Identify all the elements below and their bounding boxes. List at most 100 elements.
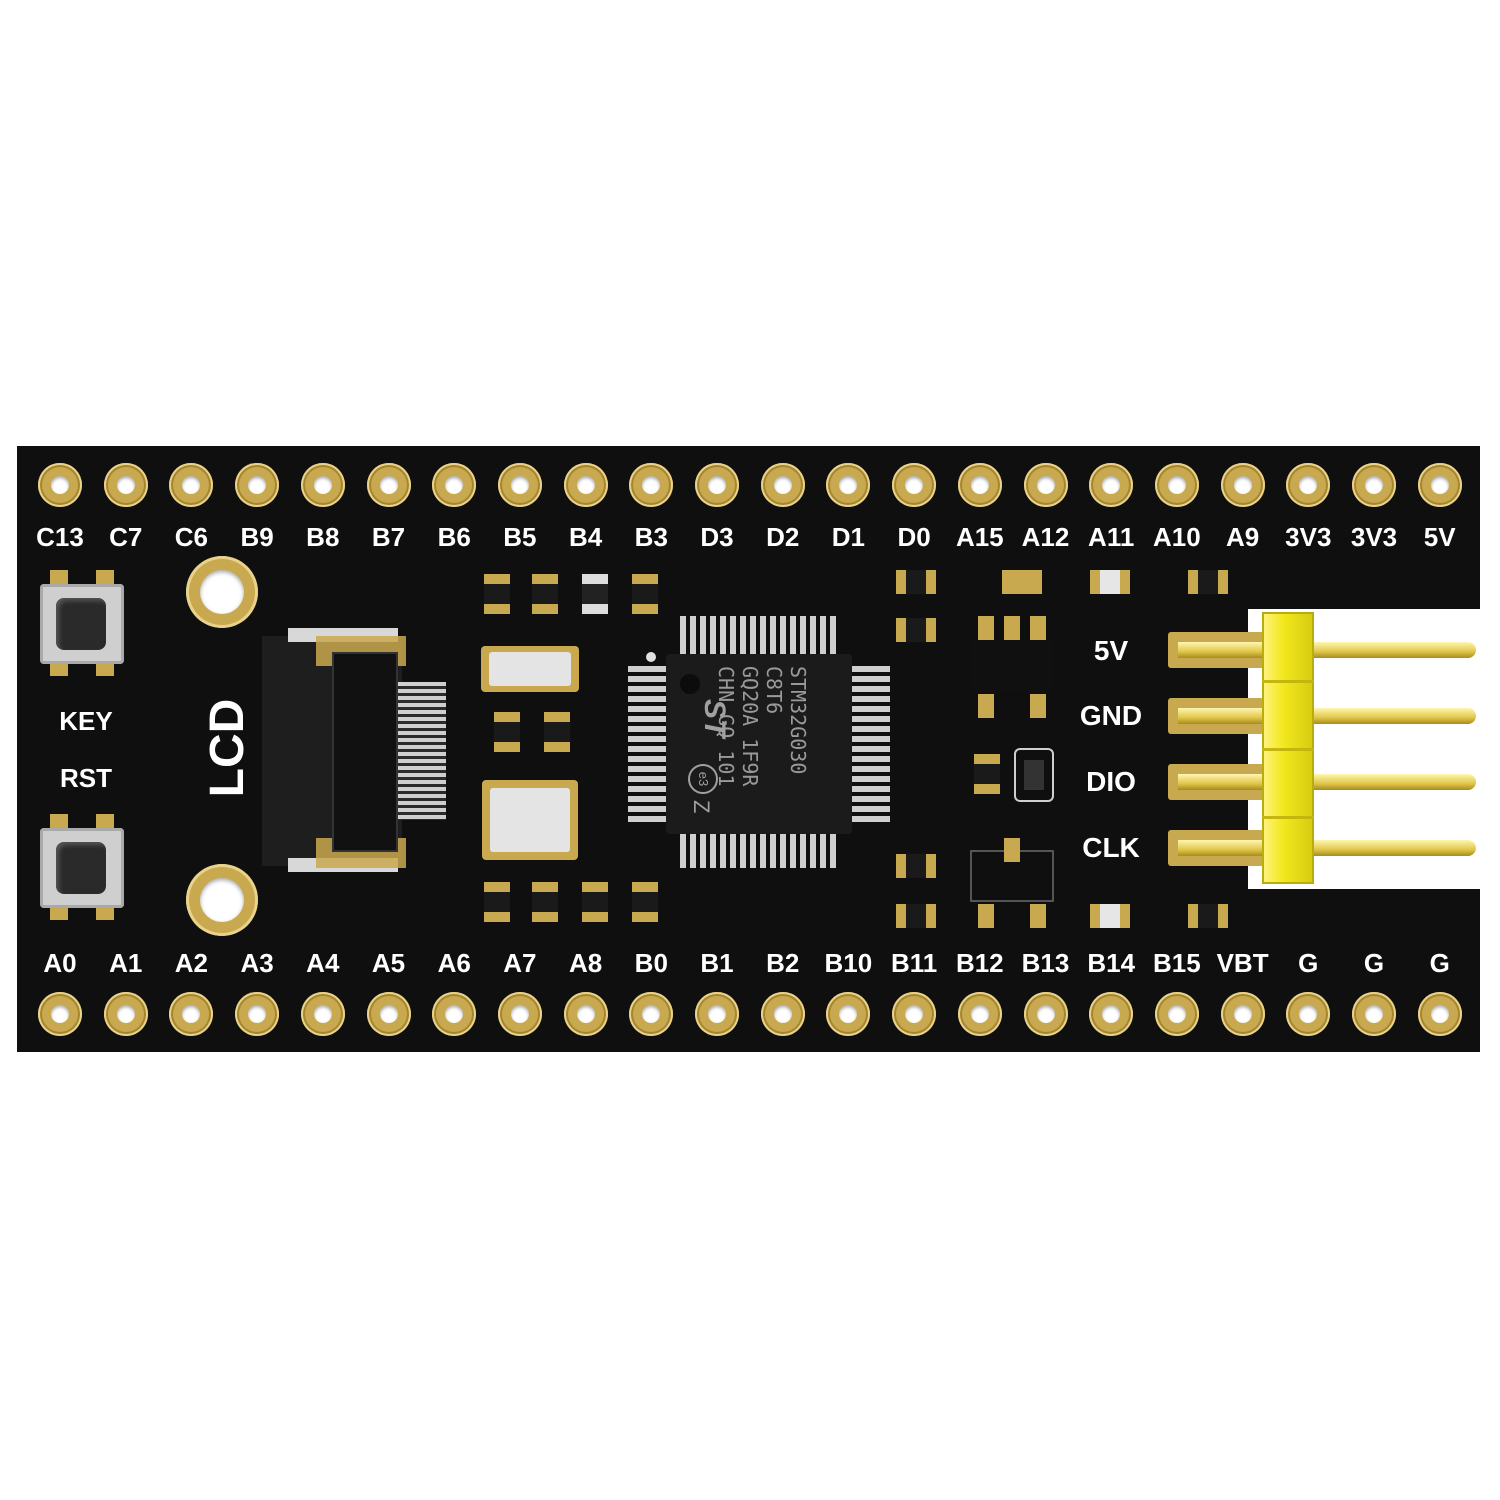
top-pin-hole[interactable]	[169, 463, 214, 507]
top-pin-hole[interactable]	[1220, 463, 1265, 507]
top-pin-label: 3V3	[1285, 522, 1332, 552]
top-pin-hole[interactable]	[1023, 463, 1068, 507]
bottom-pin-label: B1	[700, 948, 734, 978]
bottom-pin-hole[interactable]	[1220, 992, 1265, 1036]
bottom-pin-hole[interactable]	[1023, 992, 1068, 1036]
bottom-pin-label: A7	[503, 948, 537, 978]
voltage-regulator	[970, 616, 1054, 720]
bottom-pin-hole[interactable]	[169, 992, 214, 1036]
bottom-pin-label: G	[1298, 948, 1319, 978]
top-pin-hole[interactable]	[497, 463, 542, 507]
bottom-pin-hole[interactable]	[629, 992, 674, 1036]
bottom-pin-label: A6	[437, 948, 471, 978]
bottom-pin-hole[interactable]	[1154, 992, 1199, 1036]
swd-pin[interactable]	[1178, 642, 1476, 658]
bottom-pin-hole[interactable]	[366, 992, 411, 1036]
top-pin-hole[interactable]	[563, 463, 608, 507]
bottom-pin-hole[interactable]	[760, 992, 805, 1036]
mcu-chip: STM32G030 C8T6 GQ20A 1F9R CHN GQ 101 ST …	[628, 612, 890, 874]
bottom-pin-hole[interactable]	[1352, 992, 1396, 1036]
bottom-pin-hole[interactable]	[957, 992, 1002, 1036]
bottom-pin-hole[interactable]	[1417, 992, 1462, 1036]
bottom-pin-hole[interactable]	[826, 992, 871, 1036]
bottom-pin-label: B2	[766, 948, 800, 978]
top-pin-hole[interactable]	[1286, 463, 1331, 507]
crystal-small	[481, 646, 579, 692]
bottom-pin-hole[interactable]	[1089, 992, 1134, 1036]
top-pin-label: A12	[1021, 522, 1070, 552]
top-pin-label: D2	[766, 522, 800, 552]
rst-button-cap[interactable]	[56, 842, 106, 894]
top-pin-label: C6	[174, 522, 209, 552]
top-pin-hole[interactable]	[1089, 463, 1134, 507]
bottom-pin-label: B13	[1021, 948, 1070, 978]
mounting-hole-top	[186, 556, 258, 628]
swd-label-gnd: GND	[1079, 700, 1143, 731]
bottom-pin-hole[interactable]	[103, 992, 148, 1036]
bottom-pin-label: A1	[109, 948, 143, 978]
crystal-large	[482, 780, 578, 860]
top-pin-label: B3	[634, 522, 668, 552]
top-pin-hole[interactable]	[1417, 463, 1462, 507]
swd-pin-header[interactable]	[1164, 612, 1480, 888]
top-pin-label: A10	[1153, 522, 1201, 552]
bottom-pin-label: B12	[955, 948, 1004, 978]
bottom-pin-hole[interactable]	[300, 992, 345, 1036]
bottom-pin-hole[interactable]	[892, 992, 937, 1036]
top-pin-hole[interactable]	[826, 463, 871, 507]
bottom-pin-hole[interactable]	[432, 992, 477, 1036]
top-pin-hole[interactable]	[760, 463, 805, 507]
diode	[1014, 748, 1054, 802]
swd-label-5v: 5V	[1093, 635, 1129, 666]
rst-button[interactable]	[36, 814, 128, 920]
swd-pin[interactable]	[1178, 708, 1476, 724]
top-pin-hole[interactable]	[432, 463, 477, 507]
top-pin-hole[interactable]	[1154, 463, 1199, 507]
bottom-pin-label: A5	[371, 948, 406, 978]
top-pin-label: B5	[503, 522, 537, 552]
top-pin-hole[interactable]	[629, 463, 674, 507]
capacitor	[1188, 570, 1228, 594]
swd-label-dio: DIO	[1086, 766, 1136, 797]
led	[896, 570, 936, 594]
chip-marking: STM32G030 C8T6 GQ20A 1F9R CHN GQ 101	[714, 666, 810, 787]
bottom-pin-hole[interactable]	[1286, 992, 1331, 1036]
top-pin-hole[interactable]	[300, 463, 345, 507]
top-pin-hole[interactable]	[38, 463, 82, 507]
top-pin-hole[interactable]	[892, 463, 937, 507]
mounting-hole-bottom	[186, 864, 258, 936]
top-pin-hole[interactable]	[366, 463, 411, 507]
key-button-cap[interactable]	[56, 598, 106, 650]
top-pin-hole[interactable]	[1352, 463, 1396, 507]
bottom-pin-hole[interactable]	[563, 992, 608, 1036]
capacitor	[484, 882, 510, 922]
top-pin-hole[interactable]	[695, 463, 739, 507]
lcd-fpc-connector[interactable]	[262, 622, 448, 880]
top-pin-label: A11	[1088, 522, 1135, 552]
bottom-pin-label: B11	[890, 948, 938, 978]
chip-z-mark: Z	[689, 800, 714, 814]
capacitor	[632, 574, 658, 614]
lcd-label: LCD	[201, 698, 254, 798]
top-pin-hole[interactable]	[103, 463, 148, 507]
top-pin-label: D3	[700, 522, 734, 552]
resistor	[582, 574, 608, 614]
swd-pin[interactable]	[1178, 840, 1476, 856]
top-pin-label: A15	[955, 522, 1004, 552]
bottom-pin-label: B15	[1153, 948, 1201, 978]
top-pin-hole[interactable]	[957, 463, 1002, 507]
bottom-pin-hole[interactable]	[497, 992, 542, 1036]
bottom-pin-hole[interactable]	[38, 992, 82, 1036]
rst-label: RST	[60, 763, 112, 793]
swd-pin[interactable]	[1178, 774, 1476, 790]
key-button[interactable]	[36, 570, 128, 676]
top-pin-hole[interactable]	[235, 463, 280, 507]
bottom-pin-hole[interactable]	[695, 992, 739, 1036]
capacitor	[896, 618, 936, 642]
bottom-pin-hole[interactable]	[235, 992, 280, 1036]
bottom-pin-label: B14	[1087, 948, 1136, 978]
top-pin-label: B7	[371, 522, 406, 552]
capacitor	[896, 854, 936, 878]
capacitor	[544, 712, 570, 752]
top-pin-label: D1	[831, 522, 866, 552]
